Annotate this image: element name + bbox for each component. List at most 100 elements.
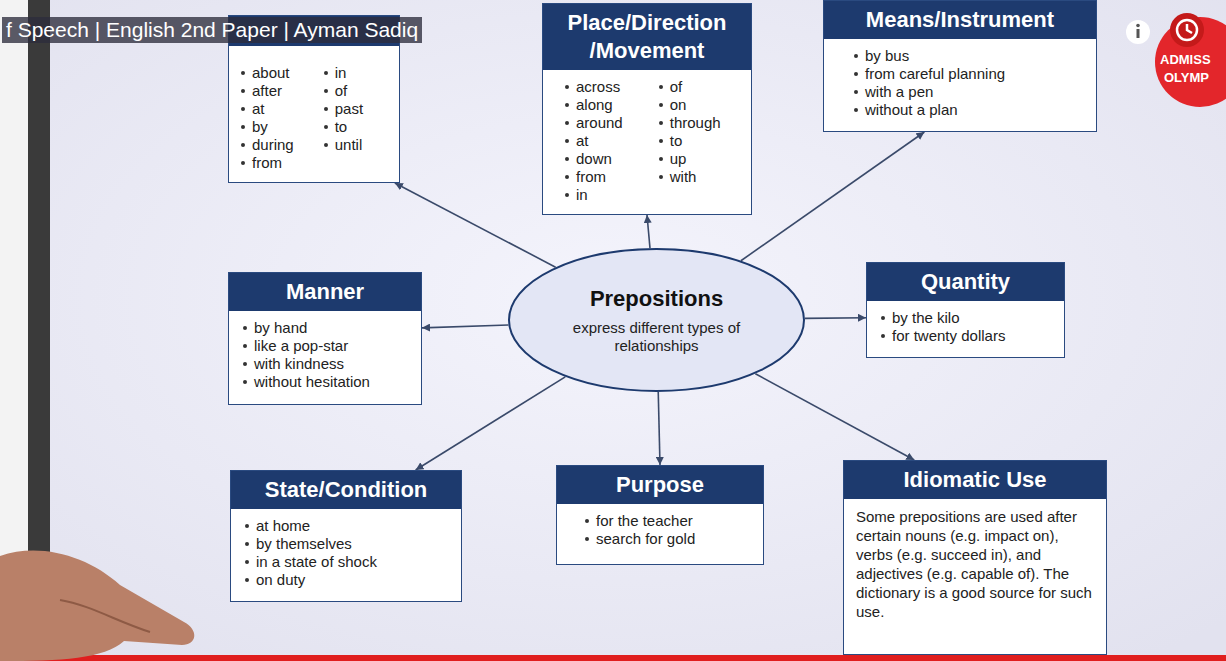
bullet-dot (245, 560, 249, 564)
example-item: in (576, 186, 588, 204)
box-body: at homeby themselvesin a state of shocko… (231, 509, 461, 599)
item-column: by busfrom careful planningwith a penwit… (854, 47, 1005, 119)
center-subtitle: express different types of relationships (557, 319, 757, 355)
bullet-dot (324, 107, 328, 111)
category-box: Means/Instrumentby busfrom careful plann… (823, 0, 1097, 132)
info-icon-stem (1137, 29, 1140, 38)
bullet-dot (565, 103, 569, 107)
bullet-dot (585, 519, 589, 523)
example-row: search for gold (585, 530, 695, 548)
example-row: in (565, 186, 623, 204)
bullet-dot (243, 380, 247, 384)
example-item: by bus (865, 47, 909, 65)
box-body: by handlike a pop-starwith kindnesswitho… (229, 311, 421, 401)
logo-text: OLYMP (1164, 70, 1209, 85)
example-row: past (324, 100, 363, 118)
example-item: past (335, 100, 363, 118)
bullet-dot (659, 139, 663, 143)
category-box: Place/Direction /Movement acrossalongarou… (542, 3, 752, 215)
example-row: for twenty dollars (881, 327, 1005, 345)
example-row: about (241, 64, 294, 82)
example-row: of (324, 82, 363, 100)
bullet-dot (241, 143, 245, 147)
example-item: without a plan (865, 101, 958, 119)
arrow-connector (422, 325, 508, 328)
bullet-dot (324, 143, 328, 147)
example-row: by hand (243, 319, 370, 337)
box-body: by busfrom careful planningwith a penwit… (824, 39, 1096, 129)
example-row: by themselves (245, 535, 377, 553)
bullet-dot (241, 125, 245, 129)
arrow-connector (395, 183, 556, 267)
example-row: with a pen (854, 83, 1005, 101)
item-column: by the kilofor twenty dollars (881, 309, 1005, 345)
item-column: by handlike a pop-starwith kindnesswitho… (243, 319, 370, 391)
arrow-connector (741, 132, 924, 261)
example-row: through (659, 114, 721, 132)
bullet-dot (659, 157, 663, 161)
progress-bar (0, 655, 1226, 661)
category-box: State/Conditionat homeby themselvesin a … (230, 470, 462, 602)
hand-crease (60, 600, 150, 632)
example-item: for the teacher (596, 512, 693, 530)
example-item: at (252, 100, 265, 118)
example-row: after (241, 82, 294, 100)
example-row: in a state of shock (245, 553, 377, 571)
example-row: to (659, 132, 721, 150)
example-item: by the kilo (892, 309, 960, 327)
bullet-dot (243, 326, 247, 330)
box-body: by the kilofor twenty dollars (867, 301, 1064, 355)
item-column: acrossalongaroundatdownfromin (565, 78, 623, 204)
clock-hands (1187, 24, 1192, 33)
example-item: at (576, 132, 589, 150)
box-heading-band: Place/Direction /Movement (543, 4, 751, 70)
bullet-dot (565, 121, 569, 125)
example-item: like a pop-star (254, 337, 348, 355)
note-text: Some prepositions are used after certain… (856, 507, 1094, 621)
box-body: Some prepositions are used after certain… (844, 499, 1106, 631)
logo-text: ADMISS (1160, 52, 1211, 67)
example-row: by the kilo (881, 309, 1005, 327)
example-row: without a plan (854, 101, 1005, 119)
example-item: of (335, 82, 348, 100)
bullet-dot (565, 157, 569, 161)
example-item: by hand (254, 319, 307, 337)
example-row: from (565, 168, 623, 186)
example-row: at (565, 132, 623, 150)
bullet-dot (881, 334, 885, 338)
clock-icon (1170, 13, 1204, 47)
clock-face (1177, 20, 1197, 40)
box-heading-band: Purpose (557, 466, 763, 504)
item-column: at homeby themselvesin a state of shocko… (245, 517, 377, 589)
example-item: across (576, 78, 620, 96)
bullet-dot (245, 542, 249, 546)
example-row: for the teacher (585, 512, 695, 530)
arrow-connector (658, 392, 660, 465)
bullet-dot (854, 54, 858, 58)
bullet-dot (243, 344, 247, 348)
example-row: on duty (245, 571, 377, 589)
example-row: like a pop-star (243, 337, 370, 355)
bullet-dot (881, 316, 885, 320)
example-item: about (252, 64, 290, 82)
example-item: to (670, 132, 683, 150)
category-box: Purpose for the teachersearch for gold (556, 465, 764, 565)
bullet-dot (565, 85, 569, 89)
bullet-dot (854, 90, 858, 94)
example-row: up (659, 150, 721, 168)
bullet-dot (241, 107, 245, 111)
arrow-connector (805, 317, 866, 319)
example-row: with kindness (243, 355, 370, 373)
box-heading: Purpose (616, 472, 704, 497)
category-box: Mannerby handlike a pop-starwith kindnes… (228, 272, 422, 405)
bullet-dot (659, 121, 663, 125)
info-icon (1126, 20, 1150, 44)
example-item: up (670, 150, 687, 168)
example-item: with (670, 168, 697, 186)
item-column: inofpasttountil (324, 64, 363, 172)
example-item: of (670, 78, 683, 96)
bullet-dot (324, 89, 328, 93)
example-row: at home (245, 517, 377, 535)
box-heading-band: Idiomatic Use (844, 461, 1106, 499)
